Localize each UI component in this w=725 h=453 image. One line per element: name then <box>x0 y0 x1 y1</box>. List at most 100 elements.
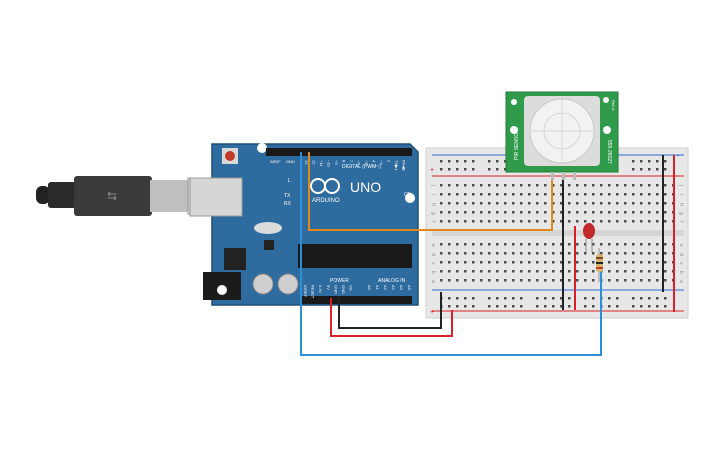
breadboard-hole <box>560 305 563 308</box>
breadboard-hole <box>464 160 467 163</box>
breadboard-hole <box>592 211 595 214</box>
aref-label: AREF <box>270 159 281 164</box>
breadboard-hole <box>632 252 635 255</box>
breadboard-hole <box>536 297 539 300</box>
digital-pin-label: 4 <box>372 160 377 163</box>
reset-button[interactable] <box>225 151 235 161</box>
breadboard-hole <box>656 193 659 196</box>
breadboard-hole <box>592 297 595 300</box>
breadboard-hole <box>656 270 659 273</box>
breadboard-hole <box>616 243 619 246</box>
rx-label: RX <box>284 201 292 207</box>
breadboard-hole <box>440 160 443 163</box>
breadboard-hole <box>576 252 579 255</box>
breadboard-hole <box>632 297 635 300</box>
breadboard-row-letter: e <box>430 244 436 247</box>
breadboard-hole <box>600 184 603 187</box>
breadboard-hole <box>536 305 539 308</box>
breadboard-hole <box>560 193 563 196</box>
atmega-chip <box>298 244 412 268</box>
breadboard-hole <box>648 297 651 300</box>
breadboard-hole <box>536 184 539 187</box>
breadboard-row-letter: i <box>678 194 684 195</box>
breadboard-hole <box>456 270 459 273</box>
breadboard-hole <box>608 202 611 205</box>
breadboard-hole <box>664 160 667 163</box>
breadboard-hole <box>592 243 595 246</box>
breadboard-hole <box>544 252 547 255</box>
breadboard-hole <box>488 184 491 187</box>
breadboard-hole <box>528 220 531 223</box>
breadboard-hole <box>488 202 491 205</box>
breadboard-hole <box>656 220 659 223</box>
breadboard-hole <box>608 184 611 187</box>
breadboard-hole <box>632 168 635 171</box>
breadboard-hole <box>640 160 643 163</box>
breadboard-hole <box>512 270 515 273</box>
breadboard-hole <box>568 211 571 214</box>
digital-pin-label: ~10 <box>327 160 332 168</box>
analog-label: ANALOG IN <box>378 278 406 284</box>
breadboard-hole <box>640 211 643 214</box>
breadboard-hole <box>656 184 659 187</box>
breadboard-hole <box>440 168 443 171</box>
breadboard-hole <box>560 297 563 300</box>
breadboard-hole <box>520 184 523 187</box>
digital-pin-label: ~6 <box>357 160 362 165</box>
breadboard-hole <box>648 193 651 196</box>
digital-pin-label: ~9 <box>334 160 339 165</box>
breadboard-hole <box>568 270 571 273</box>
breadboard-hole <box>496 270 499 273</box>
breadboard-hole <box>504 184 507 187</box>
breadboard-hole <box>528 202 531 205</box>
breadboard-hole <box>584 252 587 255</box>
breadboard-hole <box>576 220 579 223</box>
breadboard-hole <box>504 270 507 273</box>
svg-text:⇆: ⇆ <box>107 189 117 203</box>
breadboard-hole <box>520 193 523 196</box>
breadboard-row-letter: g <box>678 212 684 215</box>
breadboard-hole <box>472 270 475 273</box>
breadboard-hole <box>536 211 539 214</box>
breadboard-hole <box>568 305 571 308</box>
breadboard-hole <box>552 261 555 264</box>
breadboard-hole <box>456 261 459 264</box>
breadboard-hole <box>448 184 451 187</box>
breadboard-hole <box>512 211 515 214</box>
breadboard-hole <box>640 305 643 308</box>
breadboard-row-letter: h <box>678 203 684 206</box>
breadboard-hole <box>480 202 483 205</box>
breadboard-hole <box>488 160 491 163</box>
breadboard-hole <box>544 297 547 300</box>
breadboard-hole <box>608 270 611 273</box>
wires <box>300 152 675 356</box>
breadboard-hole <box>488 211 491 214</box>
breadboard-hole <box>496 168 499 171</box>
breadboard-hole <box>456 211 459 214</box>
breadboard-hole <box>520 202 523 205</box>
breadboard-hole <box>640 279 643 282</box>
breadboard-hole <box>664 193 667 196</box>
breadboard-hole <box>576 211 579 214</box>
board-model: UNO <box>350 179 381 195</box>
breadboard-hole <box>504 279 507 282</box>
breadboard-hole <box>624 270 627 273</box>
breadboard-hole <box>552 252 555 255</box>
breadboard-hole <box>472 297 475 300</box>
breadboard-hole <box>560 220 563 223</box>
breadboard-hole <box>480 261 483 264</box>
breadboard-hole <box>616 202 619 205</box>
breadboard-hole <box>640 168 643 171</box>
breadboard-hole <box>448 160 451 163</box>
breadboard-hole <box>664 211 667 214</box>
power-pin-label: IOREF <box>303 285 308 298</box>
breadboard-hole <box>560 270 563 273</box>
breadboard-hole <box>536 193 539 196</box>
breadboard-hole <box>512 243 515 246</box>
breadboard-hole <box>648 220 651 223</box>
breadboard-hole <box>544 211 547 214</box>
gnd-label: GND <box>286 159 295 164</box>
breadboard-hole <box>536 270 539 273</box>
breadboard-hole <box>520 270 523 273</box>
